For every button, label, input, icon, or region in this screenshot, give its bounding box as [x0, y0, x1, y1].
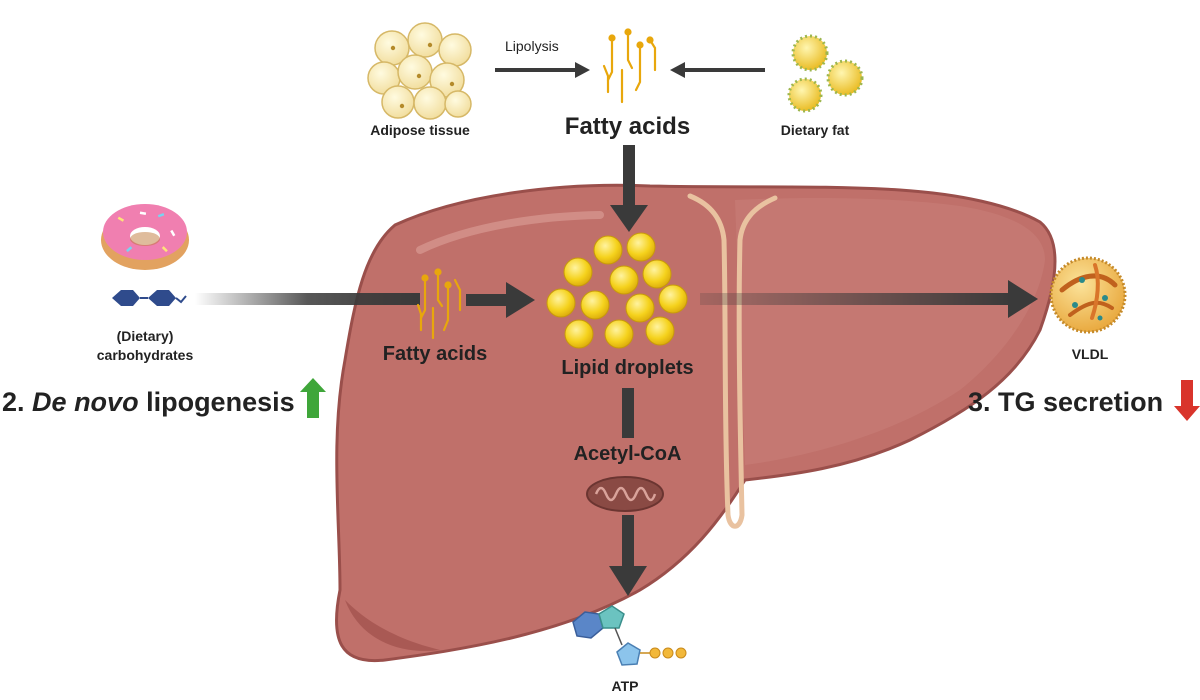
dietary-fat-icon	[787, 34, 864, 113]
vldl-particle-icon	[1049, 256, 1127, 334]
increase-arrow-icon	[300, 378, 326, 418]
dietary-carbs-label-line1: (Dietary)	[116, 328, 174, 344]
de-novo-italic: De novo	[32, 387, 139, 417]
adipose-tissue-label: Adipose tissue	[370, 122, 470, 138]
step-number-2: 2.	[2, 387, 25, 417]
liver-right-lobe-shade	[735, 198, 1045, 465]
lipolysis-label: Lipolysis	[505, 38, 559, 54]
lipid-droplets-label: Lipid droplets	[561, 357, 694, 379]
lipogenesis-text: lipogenesis	[146, 387, 295, 417]
liver-highlight	[416, 211, 604, 254]
vldl-arrow	[700, 280, 1038, 318]
decrease-arrow-icon	[1174, 380, 1200, 421]
fatty-acids-top-icon	[602, 28, 657, 104]
fatty-acids-down-arrow	[610, 145, 648, 232]
lipolysis-arrow	[495, 62, 590, 78]
donut-icon	[101, 204, 189, 270]
tg-secretion-heading: 3. TG secretion	[968, 387, 1164, 417]
fatty-acids-liver-icon	[416, 268, 462, 340]
atp-molecule-icon	[572, 605, 687, 666]
mitochondrion-to-atp-arrow	[609, 515, 647, 596]
liver	[334, 183, 1057, 663]
atp-label: ATP	[611, 678, 639, 694]
carbohydrate-arrow	[195, 293, 420, 305]
fatty-acids-to-droplets-arrow	[466, 282, 535, 318]
fatty-acids-top-label: Fatty acids	[564, 113, 691, 140]
dietary-fat-label: Dietary fat	[780, 122, 850, 138]
adipose-tissue-icon	[367, 22, 472, 120]
falciform-ligament	[687, 193, 778, 529]
mitochondrion-icon	[586, 476, 664, 512]
acetyl-coa-label: Acetyl-CoA	[573, 443, 682, 465]
droplets-to-acetylcoa-line	[622, 388, 634, 438]
vldl-label: VLDL	[1071, 346, 1109, 362]
carbohydrate-molecule-icon	[112, 290, 187, 306]
fatty-acids-liver-label: Fatty acids	[382, 343, 488, 365]
dietary-carbs-label-line2: carbohydrates	[96, 347, 194, 363]
lipid-droplets-icon	[546, 232, 688, 349]
liver-bottom-edge	[345, 600, 440, 651]
de-novo-lipogenesis-heading: 2. De novo lipogenesis	[2, 387, 295, 418]
dietary-fat-arrow	[670, 62, 765, 78]
